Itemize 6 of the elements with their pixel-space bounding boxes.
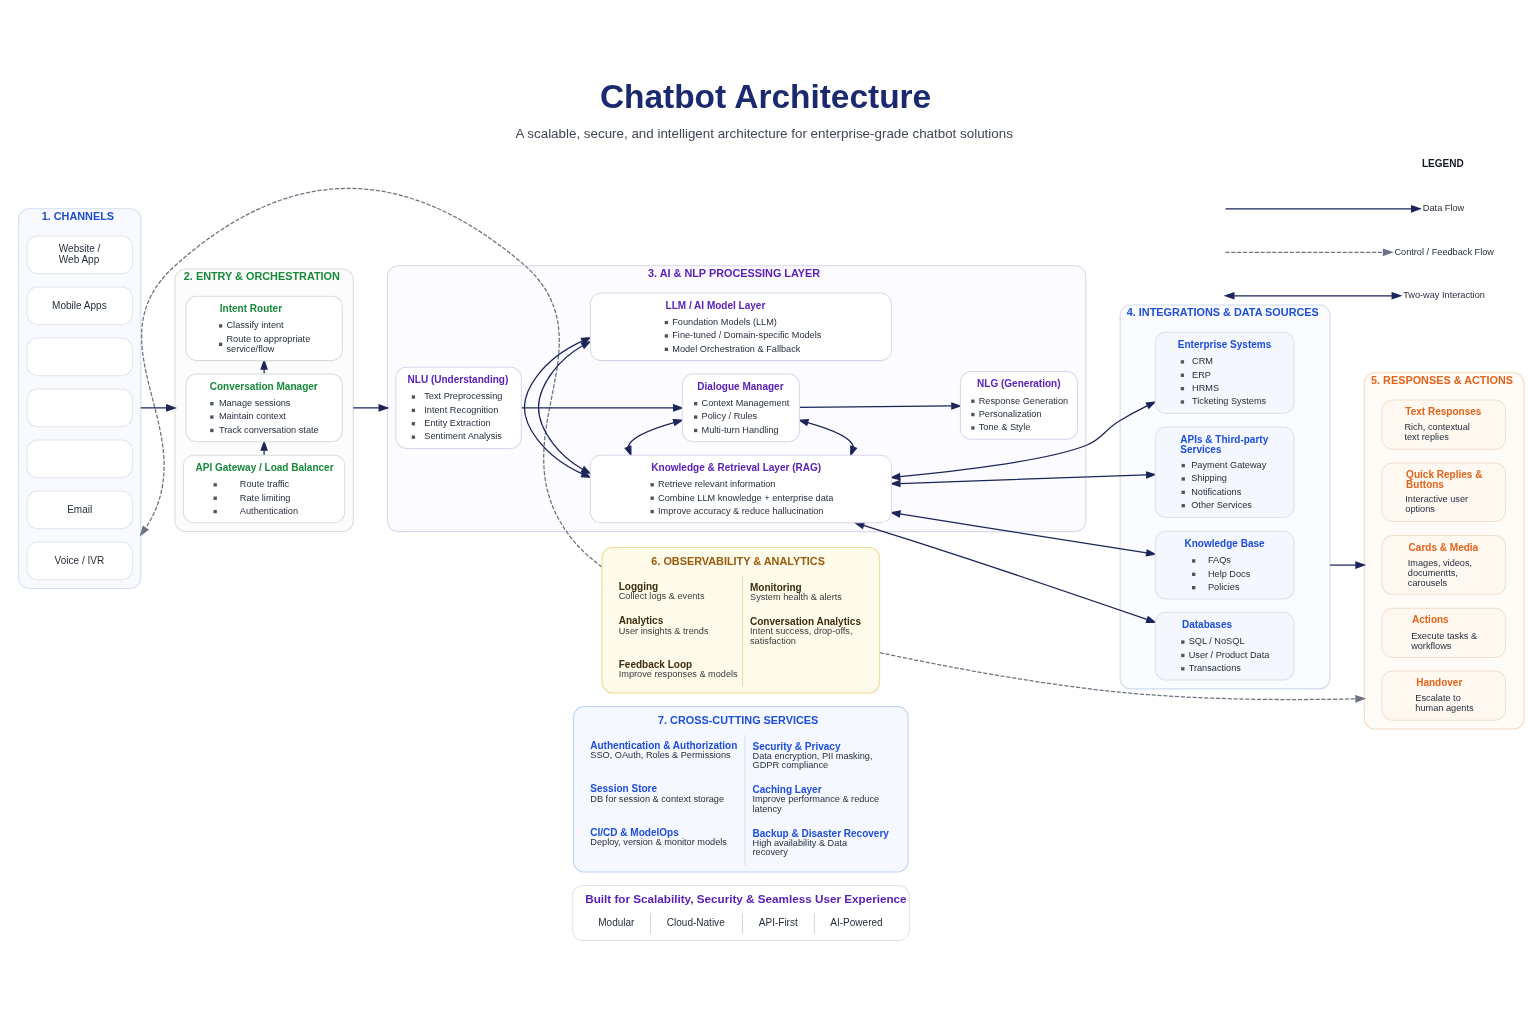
legend-label: Data Flow <box>1422 203 1465 214</box>
legend-label: Control / Feedback Flow <box>1394 246 1494 257</box>
legend-label: Two-way Interaction <box>1403 290 1485 301</box>
diagram-title: Chatbot Architecture <box>599 77 932 115</box>
caption: A scalable, secure, and intelligent architecture for enterprise-grade chatbot solutions <box>515 125 1013 141</box>
label: LEGEND <box>1422 158 1464 170</box>
